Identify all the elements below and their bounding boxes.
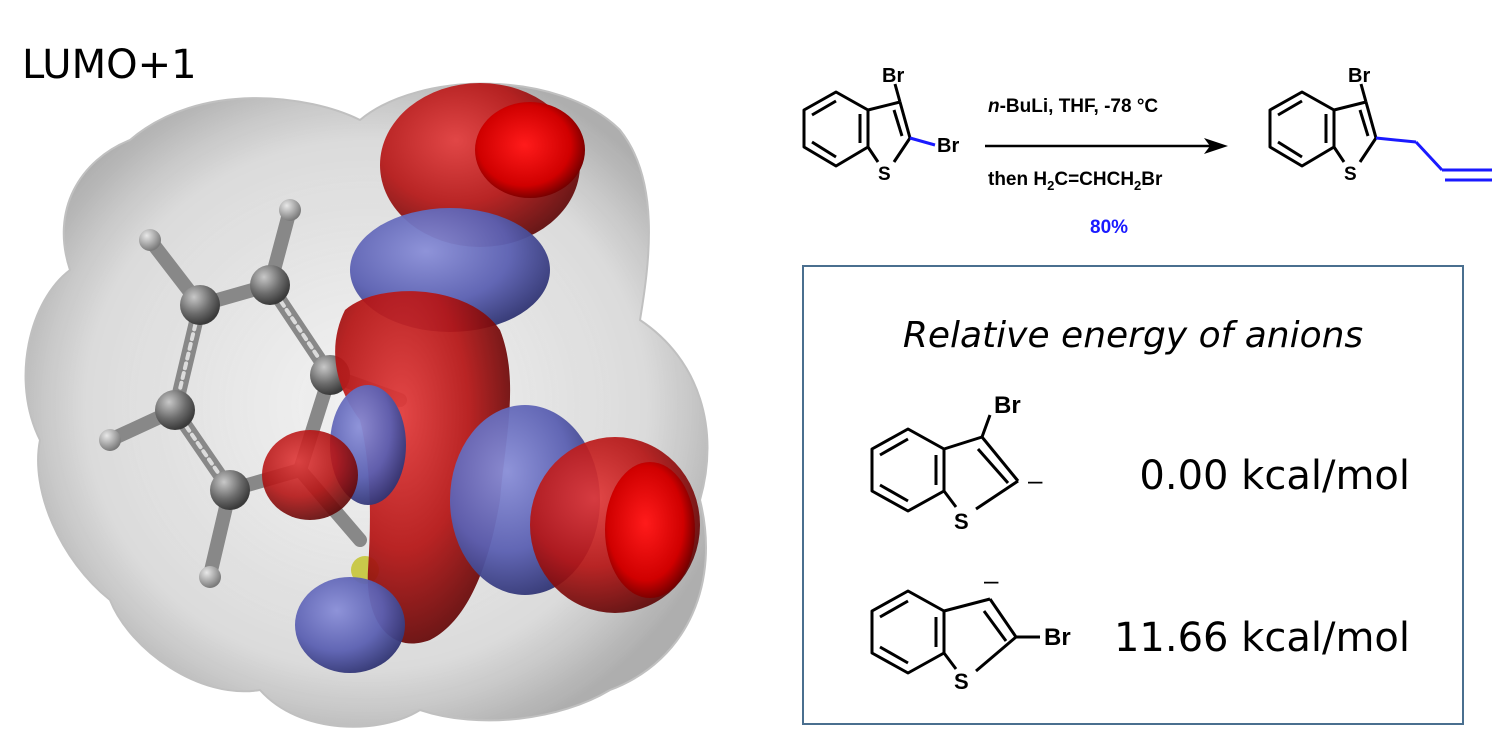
product-structure: [1268, 83, 1492, 182]
reaction-scheme: Br Br S n-BuLi, THF, -78 °C then H2C=CHC…: [802, 65, 1492, 238]
anion-2-structure: [870, 589, 1040, 675]
energy-box-title: Relative energy of anions: [902, 315, 1364, 356]
atoms: [99, 199, 379, 588]
anion-2-charge: –: [984, 565, 999, 595]
anion-2-energy: 11.66 kcal/mol: [1113, 615, 1410, 661]
orbital-illustration: [24, 82, 709, 728]
reactant-s: S: [878, 164, 891, 185]
anion-1-energy: 0.00 kcal/mol: [1139, 453, 1410, 499]
reaction-yield: 80%: [1090, 217, 1128, 238]
anion-1-s: S: [954, 509, 969, 534]
reactant-br-top: Br: [882, 65, 904, 87]
reagent-line-2: then H2C=CHCH2Br: [988, 169, 1163, 193]
reagent-line-1: n-BuLi, THF, -78 °C: [988, 96, 1158, 117]
orbital-title: LUMO+1: [22, 42, 197, 88]
product-br-top: Br: [1348, 65, 1370, 87]
orbital-lobes: [262, 83, 700, 673]
anion-2-s: S: [954, 669, 969, 694]
anion-1-structure: [870, 414, 1020, 513]
anion-structures: Br S – Br S –: [870, 392, 1071, 694]
anion-1-charge: –: [1028, 465, 1043, 495]
product-s: S: [1344, 164, 1357, 185]
relative-energy-box: Relative energy of anions Br S –: [802, 265, 1464, 725]
anion-2-br: Br: [1044, 624, 1071, 651]
reaction-arrow: [985, 138, 1228, 154]
anion-1-br: Br: [994, 392, 1021, 419]
reactant-br-side: Br: [937, 135, 959, 157]
reactant-structure: [802, 83, 936, 168]
